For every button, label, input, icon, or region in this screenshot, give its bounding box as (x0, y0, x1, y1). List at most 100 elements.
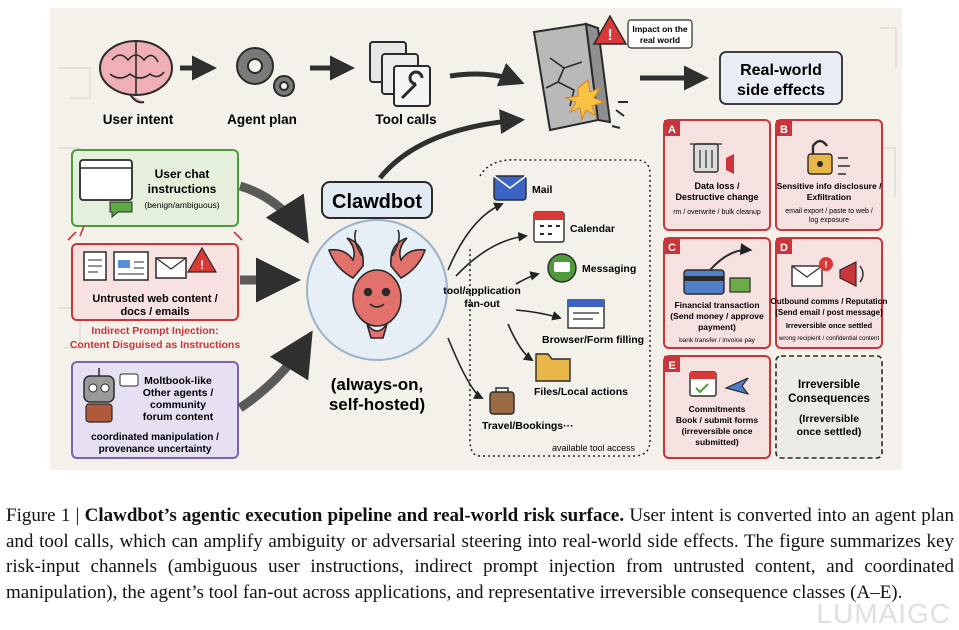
arrow-tools-to-wall (449, 62, 525, 87)
fanout-footer: available tool access (552, 443, 636, 453)
svg-text:community: community (150, 399, 206, 411)
unlocked-padlock-icon (807, 139, 850, 175)
svg-text:Data loss /: Data loss / (694, 181, 740, 191)
tool-messaging: Messaging (547, 253, 636, 283)
svg-text:Messaging: Messaging (582, 263, 636, 275)
svg-text:User chat: User chat (155, 167, 210, 181)
calendar-plane-icon (689, 371, 750, 397)
arrow-agent-to-wall (378, 109, 525, 180)
fanout-label-line2: fan-out (464, 298, 500, 310)
svg-text:Irreversible: Irreversible (798, 379, 860, 391)
svg-text:Financial transaction: Financial transaction (674, 300, 759, 310)
svg-text:Commitments: Commitments (689, 404, 746, 414)
svg-text:(Irreversible: (Irreversible (799, 413, 859, 425)
svg-text:email export / paste to web /: email export / paste to web / (785, 208, 873, 215)
gear-icon (236, 47, 295, 97)
moltbook-input-card: Moltbook-like Other agents / community f… (71, 361, 239, 459)
svg-text:Outbound comms / Reputation: Outbound comms / Reputation (771, 297, 888, 306)
caption-prefix: Figure 1 | (6, 505, 85, 526)
svg-text:B: B (780, 124, 788, 136)
svg-text:(Send email / post message): (Send email / post message) (775, 308, 883, 317)
tool-travel: Travel/Bookings··· (482, 387, 574, 432)
svg-text:!: ! (607, 27, 612, 44)
svg-text:Other agents /: Other agents / (143, 387, 214, 399)
svg-text:(irreversible once: (irreversible once (682, 426, 753, 436)
email-megaphone-icon: ! (791, 257, 864, 287)
svg-text:(benign/ambiguous): (benign/ambiguous) (144, 200, 219, 210)
tool-calls-label: Tool calls (375, 112, 436, 127)
figure-panel: User intent Agent plan Tool calls ! Impa… (50, 8, 902, 470)
caption-title: Clawdbot’s agentic execution pipeline an… (84, 505, 625, 526)
svg-text:(Send money / approve: (Send money / approve (670, 311, 764, 321)
svg-text:Untrusted web content /: Untrusted web content / (92, 293, 217, 305)
impact-label: Impact on the real world (627, 19, 693, 49)
risk-card-b: B Sensitive info disclosure / Exfiltrati… (775, 119, 883, 231)
chat-bubble-icon (109, 201, 133, 219)
robot-agents-icon (83, 368, 139, 423)
svg-text:Book / submit forms: Book / submit forms (676, 415, 758, 425)
svg-text:Sensitive info disclosure /: Sensitive info disclosure / (777, 181, 883, 191)
svg-text:submitted): submitted) (695, 437, 739, 447)
svg-text:E: E (668, 360, 675, 372)
svg-text:Browser/Form filling: Browser/Form filling (542, 334, 644, 346)
tool-calls-icon (369, 41, 431, 107)
svg-text:Calendar: Calendar (570, 223, 615, 235)
svg-text:Moltbook-like: Moltbook-like (144, 375, 212, 387)
svg-text:docs / emails: docs / emails (120, 306, 189, 318)
risk-card-d: D ! Outbound comms / Reputation (Send em… (771, 237, 888, 349)
svg-text:Mail: Mail (532, 184, 553, 196)
tool-mail: Mail (493, 175, 553, 201)
svg-text:payment): payment) (698, 322, 736, 332)
svg-text:instructions: instructions (148, 182, 217, 196)
agent-plan-label: Agent plan (227, 112, 297, 127)
svg-text:side effects: side effects (737, 82, 825, 99)
svg-text:Destructive change: Destructive change (675, 192, 758, 202)
watermark: LUMAIGC (816, 598, 951, 629)
warning-icon: ! (592, 14, 628, 45)
prompt-injection-warning-text: Content Disguised as Instructions (70, 339, 241, 351)
svg-text:Exfiltration: Exfiltration (807, 192, 851, 202)
brain-icon (99, 40, 173, 104)
agent-subtitle-line1: (always-on, (331, 375, 424, 394)
svg-text:rm / overwrite / bulk cleanup: rm / overwrite / bulk cleanup (673, 209, 761, 216)
untrusted-content-input-card: ! Untrusted web content / docs / emails (67, 225, 243, 321)
svg-text:real world: real world (640, 35, 680, 45)
prompt-injection-warning-title: Indirect Prompt Injection: (91, 325, 218, 337)
svg-text:!: ! (824, 260, 827, 271)
svg-text:once settled): once settled) (797, 426, 862, 438)
user-chat-input-card: User chat instructions (benign/ambiguous… (71, 149, 239, 227)
suitcase-icon (489, 391, 515, 415)
svg-text:Travel/Bookings···: Travel/Bookings··· (482, 420, 574, 432)
svg-text:coordinated manipulation /: coordinated manipulation / (91, 432, 219, 443)
alert-triangle-icon (186, 246, 218, 273)
svg-text:provenance uncertainty: provenance uncertainty (99, 444, 212, 455)
fanout-arrows (447, 202, 562, 399)
tool-browser: Browser/Form filling (542, 299, 644, 346)
folder-icon (535, 353, 571, 382)
tool-calendar: Calendar (533, 211, 615, 243)
risk-card-c: C Financial transaction (Send money / ap… (663, 237, 771, 349)
user-intent-label: User intent (103, 112, 174, 127)
cracked-wall-icon (532, 22, 628, 132)
fanout-label-line1: tool/application (443, 285, 521, 297)
arrow-moltbook-to-agent (237, 330, 313, 412)
caption-body: User intent is converted into an agent p… (6, 505, 954, 603)
svg-text:!: ! (200, 258, 204, 272)
svg-text:Real-world: Real-world (740, 62, 822, 79)
svg-text:log exposure: log exposure (809, 217, 849, 224)
agent-subtitle-line2: self-hosted) (329, 395, 425, 414)
tool-files: Files/Local actions (534, 353, 628, 398)
trash-bin-icon (690, 143, 734, 174)
svg-text:Clawdbot: Clawdbot (332, 191, 422, 213)
credit-card-icon (683, 243, 753, 295)
svg-text:C: C (668, 242, 676, 254)
risk-card-a: A Data loss / Destructive change rm / ov… (663, 119, 771, 231)
svg-text:forum content: forum content (143, 411, 214, 423)
svg-text:D: D (780, 242, 788, 254)
pipeline-diagram: User intent Agent plan Tool calls ! Impa… (58, 14, 897, 459)
svg-text:Consequences: Consequences (788, 393, 870, 405)
svg-text:bank transfer / invoice pay: bank transfer / invoice pay (679, 337, 756, 344)
figure-caption: Figure 1 | Clawdbot’s agentic execution … (6, 503, 954, 605)
svg-text:wrong recipient / confidential: wrong recipient / confidential content (778, 335, 880, 342)
svg-text:Irreversible once settled: Irreversible once settled (786, 321, 873, 330)
